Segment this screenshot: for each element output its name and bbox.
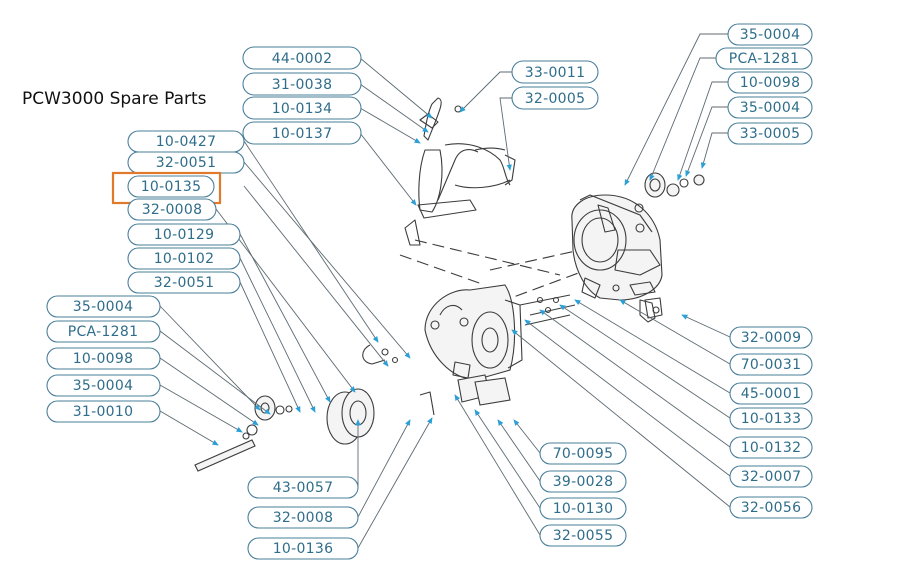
part-number-text: 70-0095	[553, 446, 614, 462]
part-label[interactable]: PCA-1281	[715, 47, 813, 70]
part-number-text: 35-0004	[73, 299, 134, 315]
part-label[interactable]: 10-0427	[127, 130, 245, 153]
part-label[interactable]: 33-0005	[727, 122, 813, 145]
part-label[interactable]: 31-0010	[46, 400, 161, 423]
part-label[interactable]: 10-0133	[729, 407, 813, 430]
parts-drawing	[194, 97, 705, 472]
part-number-text: 32-0051	[156, 155, 217, 171]
pump-housing	[424, 284, 523, 381]
part-number-text: 32-0055	[553, 528, 614, 544]
clamp-bracket	[639, 299, 660, 323]
throttle-trigger-assembly	[404, 97, 516, 246]
part-number-text: 44-0002	[272, 51, 333, 67]
part-number-text: 35-0004	[740, 27, 801, 43]
part-number-text: 32-0005	[525, 91, 586, 107]
part-label[interactable]: 35-0004	[46, 295, 161, 318]
part-label[interactable]: 32-0007	[729, 465, 813, 488]
part-label[interactable]: 32-0056	[729, 496, 813, 519]
part-label[interactable]: 10-0136	[247, 537, 359, 560]
part-number-text: 10-0098	[740, 75, 801, 91]
engine-block	[571, 194, 663, 319]
page-title: PCW3000 Spare Parts	[22, 89, 207, 109]
part-label[interactable]: PCA-1281	[46, 320, 161, 343]
bracket-plates	[419, 374, 511, 416]
part-number-text: 33-0011	[525, 65, 586, 81]
part-number-text: PCA-1281	[68, 324, 139, 340]
part-label[interactable]: 32-0008	[127, 198, 217, 221]
part-number-text: 10-0133	[741, 411, 802, 427]
part-labels: 44-0002 31-0038 10-0134 10-0137 33-0011 …	[46, 23, 813, 560]
part-label[interactable]: 10-0130	[539, 497, 627, 520]
part-label[interactable]: 33-0011	[511, 60, 599, 84]
part-label[interactable]: 44-0002	[242, 46, 362, 70]
part-number-text: 10-0427	[156, 134, 217, 150]
part-number-text: 43-0057	[273, 480, 334, 496]
part-number-text: 10-0098	[73, 351, 134, 367]
part-label[interactable]: 70-0031	[729, 353, 813, 376]
part-number-text: 31-0010	[73, 404, 134, 420]
part-label[interactable]: 32-0051	[127, 271, 241, 294]
part-label[interactable]: 32-0051	[127, 151, 245, 174]
part-number-text: 35-0004	[740, 100, 801, 116]
part-number-text: 32-0008	[142, 202, 203, 218]
mounting-bolts	[519, 294, 576, 326]
part-number-text: 45-0001	[741, 386, 802, 402]
part-number-text: 32-0051	[154, 275, 215, 291]
part-label[interactable]: 10-0132	[729, 436, 813, 459]
part-label[interactable]: 43-0057	[247, 476, 359, 499]
part-label[interactable]: 39-0028	[539, 470, 627, 493]
part-number-text: 10-0102	[154, 251, 215, 267]
part-label[interactable]: 10-0134	[242, 96, 362, 120]
part-number-text: 70-0031	[741, 357, 802, 373]
part-number-text: 32-0009	[741, 330, 802, 346]
part-label[interactable]: 10-0098	[46, 347, 161, 370]
part-number-text: 10-0135	[141, 179, 202, 195]
part-label[interactable]: 10-0102	[127, 247, 241, 270]
part-number-text: 10-0137	[272, 126, 333, 142]
part-number-text: 39-0028	[553, 474, 614, 490]
part-number-text: 32-0008	[273, 510, 334, 526]
part-label[interactable]: 31-0038	[242, 72, 362, 96]
part-number-text: 10-0130	[553, 501, 614, 517]
part-number-text: 31-0038	[272, 77, 333, 93]
part-label[interactable]: 10-0098	[727, 71, 813, 94]
fuel-cap-hardware	[634, 172, 705, 213]
part-number-text: PCA-1281	[729, 51, 800, 67]
part-label[interactable]: 35-0004	[727, 96, 813, 119]
part-label[interactable]: 70-0095	[539, 442, 627, 465]
part-number-text: 10-0129	[154, 227, 215, 243]
recoil-handle-assembly	[194, 395, 293, 472]
part-label-highlighted[interactable]: 10-0135	[111, 171, 222, 205]
part-number-text: 33-0005	[740, 126, 801, 142]
part-label[interactable]: 10-0129	[127, 223, 241, 246]
retaining-clip	[362, 344, 399, 365]
part-number-text: 35-0004	[73, 378, 134, 394]
bearing-pulley	[326, 388, 375, 445]
part-label[interactable]: 32-0055	[539, 524, 627, 547]
part-label[interactable]: 10-0137	[242, 121, 362, 145]
part-label[interactable]: 32-0005	[511, 86, 599, 110]
part-number-text: 10-0134	[272, 101, 333, 117]
part-number-text: 10-0136	[273, 541, 334, 557]
part-label[interactable]: 32-0008	[247, 506, 359, 529]
part-label[interactable]: 35-0004	[46, 374, 161, 397]
part-label[interactable]: 32-0009	[729, 326, 813, 349]
part-label[interactable]: 45-0001	[729, 382, 813, 405]
part-label[interactable]: 35-0004	[727, 23, 813, 46]
leader-lines	[159, 33, 731, 549]
part-number-text: 10-0132	[741, 440, 802, 456]
part-number-text: 32-0056	[741, 500, 802, 516]
part-number-text: 32-0007	[741, 469, 802, 485]
